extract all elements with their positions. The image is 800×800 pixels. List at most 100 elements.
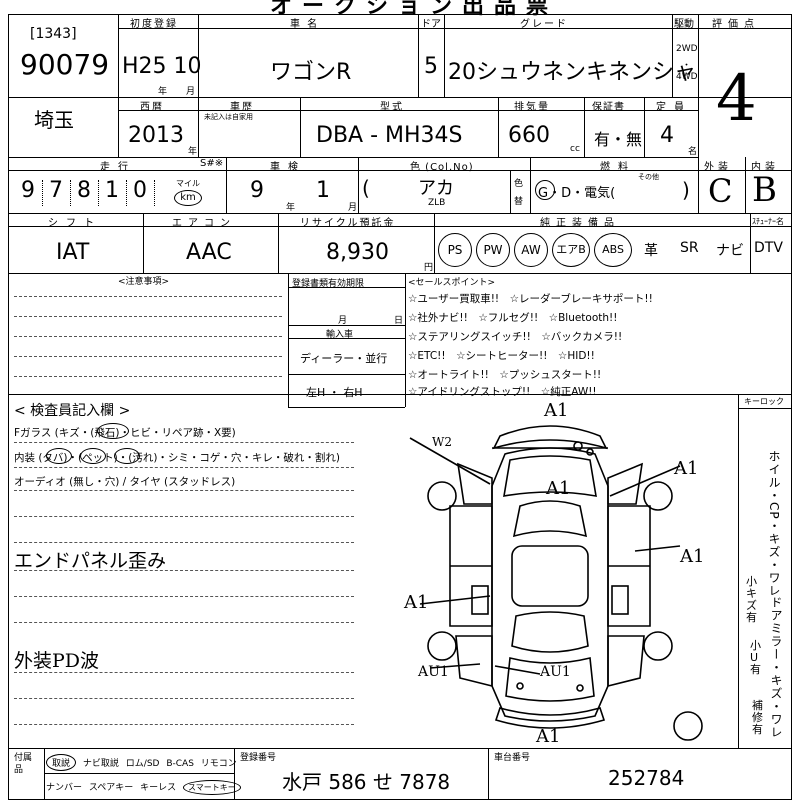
equip-leather: 革 <box>644 243 658 259</box>
acc-rom-sd: ロム/SD <box>125 759 160 769</box>
displacement-label: 排気量 <box>514 102 550 113</box>
fuel-g-circle <box>535 180 555 200</box>
equip-sr: SR <box>680 240 699 256</box>
mileage-unit-km: km <box>174 190 202 206</box>
acc-navi-manual: ナビ取説 <box>82 759 119 769</box>
year-ad-label: 西暦 <box>140 102 164 113</box>
inspection-month: 1 <box>316 178 330 203</box>
inspector-line-audio: オーディオ (無し・穴) / タイヤ (スタッドレス) <box>14 476 236 488</box>
grade-value: 20シュウネンキネンシャ <box>448 60 696 85</box>
inspection-year: 9 <box>250 178 264 203</box>
fuel-label: 燃料 <box>600 162 636 173</box>
warranty-value: 有・無 <box>594 130 643 149</box>
car-name-value: ワゴンR <box>270 60 352 85</box>
lot-number: 90079 <box>20 48 110 81</box>
inspection-label: 車検 <box>270 162 306 173</box>
sales-point-6: ☆アイドリングストップ!! ☆純正AW!! <box>408 386 597 398</box>
equip-aw: AW <box>514 233 548 267</box>
mark-hood: A1 <box>546 478 571 499</box>
aircon-value: AAC <box>186 240 232 265</box>
sales-point-4: ☆ETC!! ☆シートヒーター!! ☆HID!! <box>408 350 595 362</box>
capacity-value: 4 <box>660 123 674 148</box>
mark-bottom: A1 <box>536 726 561 747</box>
acc-plate: ナンバー <box>46 783 83 793</box>
displacement-value: 660 <box>508 123 550 148</box>
color-code: ZLB <box>428 198 446 208</box>
acc-smart-key: スマートキー <box>183 780 241 795</box>
acc-bcas: B-CAS <box>166 759 194 769</box>
accessories-label-1: 付属品 <box>14 753 33 775</box>
mark-front-right: A1 <box>674 458 699 479</box>
import-dealer: ディーラー・並行 <box>300 352 388 365</box>
first-reg-label: 初度登録 <box>130 19 178 30</box>
mark-right-side: A1 <box>680 546 705 567</box>
sales-points-label: <セールスポイント> <box>408 278 496 288</box>
equip-navi: ナビ <box>716 243 744 259</box>
s-mark-label: S#※ <box>200 158 224 169</box>
legend-wheel: ホイル・CP・キズ・ワレ <box>767 450 781 598</box>
chassis-label: 車台番号 <box>494 753 531 763</box>
mark-left-side: A1 <box>404 592 429 613</box>
equip-pw: PW <box>476 233 510 267</box>
score-label: 評価点 <box>712 19 760 30</box>
equipment-label: 純正装備品 <box>540 218 620 229</box>
tuner-label: ｽﾁｭｰﾅｰ名 <box>752 217 784 226</box>
equip-abs: ABS <box>594 233 632 267</box>
legend-repair: 補修有 <box>752 699 763 736</box>
accessories-bottom: ナンバー スペアキー キーレス スマートキー <box>46 780 241 795</box>
color-value: アカ <box>418 178 454 199</box>
aircon-label: エアコン <box>172 218 236 229</box>
mark-rear-left: AU1 <box>418 664 449 680</box>
sales-point-3: ☆ステアリングスイッチ!! ☆バックカメラ!! <box>408 331 623 343</box>
interior-value: B <box>752 170 777 210</box>
sales-point-2: ☆社外ナビ!! ☆フルセグ!! ☆Bluetooth!! <box>408 312 618 324</box>
import-handle: 左H ・ 右H <box>306 386 363 399</box>
car-history-note: 未記入は自家用 <box>204 113 253 121</box>
car-history-label: 車歴 <box>230 102 254 113</box>
equip-dtv: DTV <box>754 240 783 256</box>
model-label: 型式 <box>380 102 404 113</box>
import-label: 輸入車 <box>326 330 354 340</box>
warranty-label: 保証書 <box>592 102 625 113</box>
mileage-label: 走行 <box>100 162 136 173</box>
year-ad-value: 2013 <box>128 123 184 148</box>
acc-remote: リモコン <box>200 759 237 769</box>
equip-airbag: エアB <box>552 233 590 267</box>
caution-label: <注意事項> <box>118 277 170 287</box>
shift-label: シフト <box>48 218 102 229</box>
legend-mirror: ドアミラー・キズ・ワレ <box>769 596 783 739</box>
equip-ps: PS <box>438 233 472 267</box>
color-label: 色 (Col.No) <box>410 162 474 173</box>
acc-manual: 取説 <box>46 754 77 771</box>
plate-value: 水戸 586 せ 7878 <box>282 770 451 794</box>
grade-label: グレード <box>520 19 568 30</box>
model-value: DBA - MH34S <box>316 123 463 148</box>
chassis-value: 252784 <box>608 766 685 790</box>
score-value: 4 <box>716 62 757 136</box>
fuel-value: G・D・電気( <box>538 186 616 201</box>
inspector-label: < 検査員記入欄 > <box>14 403 131 419</box>
sales-point-5: ☆オートライト!! ☆プッシュスタート!! <box>408 369 602 381</box>
lot-bracket-number: [1343] <box>30 26 77 42</box>
acc-spare-key: スペアキー <box>88 783 134 793</box>
mileage-unit-mile: マイル <box>176 179 200 188</box>
exterior-label: 外装 <box>704 162 732 173</box>
sales-point-1: ☆ユーザー買取車!! ☆レーダーブレーキサポート!! <box>408 293 653 305</box>
doors-value: 5 <box>424 54 438 79</box>
inspector-note-end-panel: エンドパネル歪み <box>14 550 167 572</box>
drive-4wd: 4WD <box>676 72 698 82</box>
inspector-note-exterior: 外装PD波 <box>14 650 100 672</box>
drive-2wd: 2WD <box>676 44 698 54</box>
recycle-value: 8,930 <box>326 240 389 265</box>
drive-label: 駆動 <box>674 19 694 30</box>
acc-keyless: キーレス <box>140 783 177 793</box>
car-name-label: 車 名 <box>290 19 320 30</box>
mark-w2: W2 <box>432 435 452 449</box>
interior-label: 内装 <box>751 162 779 173</box>
capacity-label: 定員 <box>656 102 692 113</box>
legend-small-scratch: 小キズ有 <box>746 575 757 624</box>
mark-top: A1 <box>544 400 569 421</box>
legend-small-dent: 小U有 <box>750 639 761 676</box>
exterior-value: C <box>708 172 733 210</box>
